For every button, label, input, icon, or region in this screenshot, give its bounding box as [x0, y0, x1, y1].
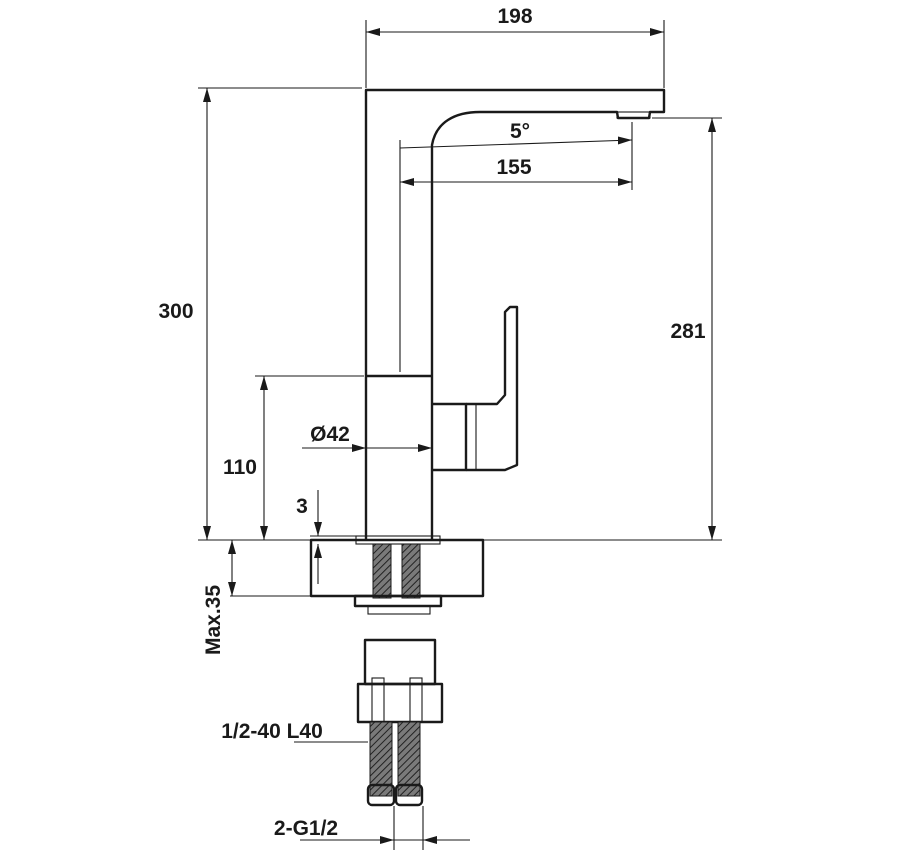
dim-body-diameter: Ø42 [310, 423, 350, 446]
countertop-plate [309, 538, 485, 598]
washer [367, 605, 431, 615]
aerator [616, 111, 651, 119]
dim-total-height: 300 [158, 300, 193, 323]
dimension-labels: 198 5° 155 300 281 110 Ø42 3 Max.35 1/2-… [158, 5, 705, 840]
hose-end-left [366, 783, 396, 807]
dim-connection: 2-G1/2 [274, 817, 338, 840]
hose-right [397, 721, 421, 797]
mounting-assembly [309, 535, 485, 807]
dim-max-thickness: Max.35 [202, 585, 225, 655]
faucet-body [364, 88, 666, 540]
cartridge-housing [432, 402, 468, 472]
handle-lever [466, 305, 519, 472]
threaded-rod-right [401, 543, 421, 599]
hose-left [369, 721, 393, 797]
dimension-lines [198, 20, 722, 850]
hose-end-right [394, 783, 424, 807]
threaded-rod-left [372, 543, 392, 599]
lower-sleeve [363, 638, 437, 686]
faucet-column-outline [364, 88, 666, 540]
dim-body-height: 110 [223, 456, 257, 479]
dim-spout-height: 281 [670, 320, 705, 343]
dim-gap: 3 [296, 495, 308, 518]
fixing-nut [353, 594, 443, 608]
dim-total-width: 198 [497, 5, 532, 28]
connector-block [356, 682, 444, 724]
dim-angle: 5° [510, 120, 530, 143]
dim-hose: 1/2-40 L40 [221, 720, 323, 743]
dim-spout-reach: 155 [496, 156, 531, 179]
